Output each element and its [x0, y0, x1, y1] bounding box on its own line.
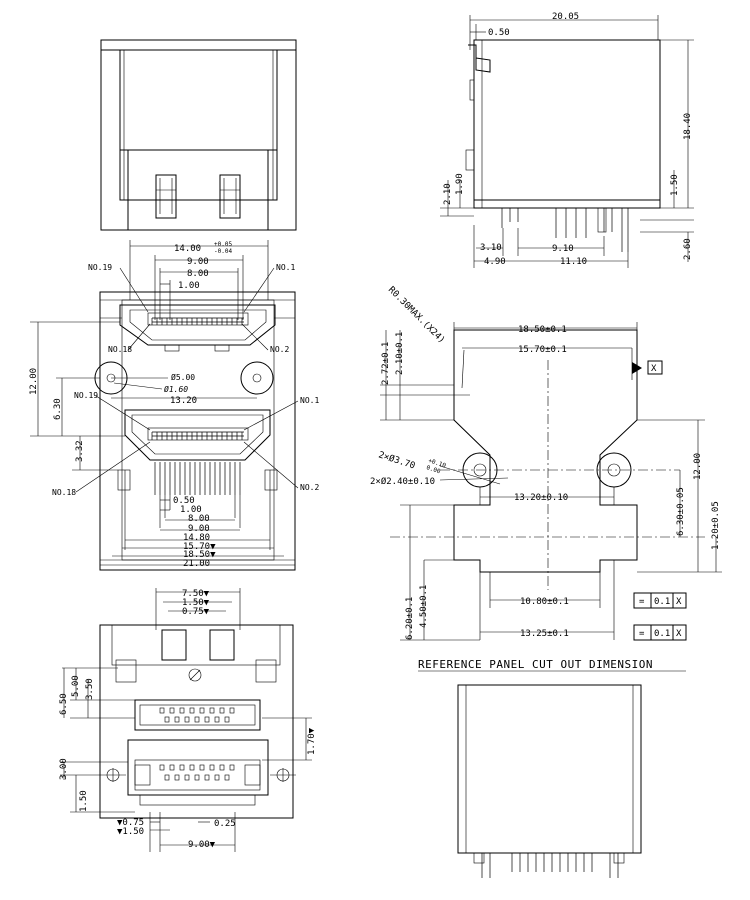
dim-12-00-cut: 12.00: [693, 453, 703, 480]
connector-rear-view: [457, 684, 642, 878]
note-hole-3-70: 2×Ø3.70: [377, 449, 416, 471]
dim-9-00-top: 9.00: [187, 257, 209, 267]
dim-13-20-front: 13.20: [170, 396, 197, 406]
dim-1-50-fp: 1.50▼: [182, 598, 210, 608]
fcf2-symbol: =: [639, 629, 645, 639]
dim-15-70-front: 15.70▼: [183, 542, 216, 552]
dim-1-00-front: 1.00: [180, 505, 202, 515]
dim-3-00-fp: 3.00: [59, 758, 69, 780]
dim-hole-1-60: Ø1.60: [164, 384, 188, 394]
dim-2-60-side: 2.60: [683, 238, 693, 260]
dim-1-00-top: 1.00: [178, 281, 200, 291]
fcf2-tol: 0.1: [654, 629, 670, 639]
footprint-pad-row-upper: [159, 707, 235, 723]
fcf1-symbol: =: [639, 597, 645, 607]
dim-12-00-front: 12.00: [29, 368, 39, 395]
dim-6-50-fp: 6.50: [59, 693, 69, 715]
connector-front-view-top: [100, 39, 297, 231]
dim-0-50-front: 0.50: [173, 496, 195, 506]
dim-6-20-cut: 6.20±0.1: [405, 597, 415, 640]
dim-1-50-fp-b: ▼1.50: [117, 827, 144, 837]
dim-2-10-side: 2.10: [443, 183, 453, 205]
dim-0-75-fp: 0.75▼: [182, 607, 210, 617]
dim-4-50-cut: 4.50±0.1: [419, 585, 429, 628]
fcf1-tol: 0.1: [654, 597, 670, 607]
dim-1-90-side: 1.90: [455, 173, 465, 195]
dim-8-00-front: 8.00: [188, 514, 210, 524]
dim-21-00-front: 21.00: [183, 559, 210, 569]
fcf-box-1: = 0.1 X: [633, 592, 687, 609]
dim-5-00-fp: 5.00: [71, 675, 81, 697]
dim-3-10-side: 3.10: [480, 243, 502, 253]
dim-10-80-cut: 10.80±0.1: [520, 597, 569, 607]
panel-cutout-title: REFERENCE PANEL CUT OUT DIMENSION: [418, 658, 653, 671]
dim-9-00-front: 9.00: [188, 524, 210, 534]
note-hole-2-40: 2×Ø2.40±0.10: [370, 476, 435, 487]
dim-7-50-fp: 7.50▼: [182, 589, 210, 599]
dim-1-50-fp-v: 1.50: [79, 790, 89, 812]
dim-9-10-side: 9.10: [552, 244, 574, 254]
label-no19-bot: NO.19: [74, 391, 98, 400]
fcf1-datum: X: [676, 597, 682, 607]
label-no1-top: NO.1: [276, 263, 295, 272]
dim-3-50-fp: 3.50: [85, 678, 95, 700]
connector-side-view: 20.05 0.50 18.40: [440, 12, 694, 268]
dim-13-25-cut: 13.25±0.1: [520, 629, 569, 639]
dim-0-50-side: 0.50: [488, 28, 510, 38]
label-no2-bot: NO.2: [300, 483, 319, 492]
dim-6-30-front: 6.30: [53, 398, 63, 420]
dim-2-10-cut: 2.10±0.1: [395, 332, 405, 375]
label-no18-bot: NO.18: [52, 488, 76, 497]
footprint-pad-row-lower: [159, 764, 235, 781]
label-no18-top: NO.18: [108, 345, 132, 354]
fcf-box-2: = 0.1 X: [633, 624, 687, 641]
label-no1-bot: NO.1: [300, 396, 319, 405]
dim-11-10-side: 11.10: [560, 257, 587, 267]
label-no19-top: NO.19: [88, 263, 112, 272]
dim-0-25-fp: 0.25: [214, 819, 236, 829]
dim-2-72-cut: 2.72±0.1: [381, 342, 391, 385]
dim-9-00-fp: 9.00▼: [188, 840, 216, 850]
dim-4-90-side: 4.90: [484, 257, 506, 267]
dim-1-20-cut: 1.20±0.05: [711, 501, 721, 550]
dim-14-tol-plus: +0.05: [214, 241, 232, 248]
datum-x: X: [651, 364, 657, 374]
dim-1-50-side: 1.50: [670, 174, 680, 196]
dim-8-00-top: 8.00: [187, 269, 209, 279]
dim-14-tol-minus: -0.04: [214, 248, 232, 255]
dim-1-70-fp: 1.70▼: [307, 727, 317, 755]
note-hole-tol-minus: 0.00: [425, 464, 441, 475]
dim-15-70-cut: 15.70±0.1: [518, 345, 567, 355]
dim-18-50-cut: 18.50±0.1: [518, 325, 567, 335]
fcf2-datum: X: [676, 629, 682, 639]
dim-3-32-front: 3.32: [75, 440, 85, 462]
dim-18-40-side: 18.40: [683, 113, 693, 140]
connector-mating-face: 14.00 +0.05 -0.04 9.00 8.00 1.00: [29, 240, 319, 571]
pcb-footprint-view: 7.50▼ 1.50▼ 0.75▼: [59, 588, 317, 852]
dim-14-00: 14.00: [174, 244, 201, 254]
dim-20-05-side: 20.05: [552, 12, 579, 22]
dim-hole-5-00: Ø5.00: [171, 372, 195, 382]
dim-18-50-front: 18.50▼: [183, 550, 216, 560]
dim-14-80-front: 14.80: [183, 533, 210, 543]
dim-6-30-cut: 6.30±0.05: [676, 487, 686, 536]
dim-0-75-fp-b: ▼0.75: [117, 818, 144, 828]
dim-13-20-cut: 13.20±0.10: [514, 493, 568, 503]
label-no2-top: NO.2: [270, 345, 289, 354]
panel-cutout-drawing: R0.30MAX.(X24) 18.50±0.1 15.70±0.1 X 2.7…: [370, 285, 722, 672]
